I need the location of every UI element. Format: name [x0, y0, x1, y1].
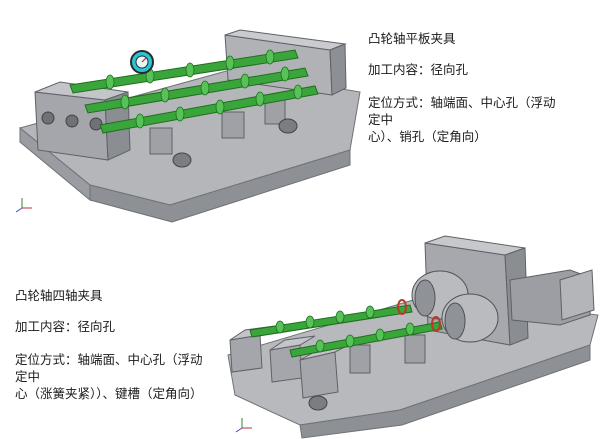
fixture1-caption: 凸轮轴平板夹具 加工内容：径向孔 定位方式：轴端面、中心孔（浮动 定中 心）、销…	[368, 30, 588, 145]
fixture1-title: 凸轮轴平板夹具	[368, 31, 456, 46]
pressure-gauge-icon	[130, 50, 154, 74]
fixture1-location-line3: 心）、销孔（定角向）	[368, 129, 487, 144]
fixture2-title: 凸轮轴四轴夹具	[15, 288, 103, 303]
axis-triad-icon	[15, 198, 32, 213]
axis-triad-icon	[235, 418, 252, 433]
fixture2-caption: 凸轮轴四轴夹具 加工内容：径向孔 定位方式：轴端面、中心孔（浮动 定中 心（涨簧…	[15, 287, 240, 402]
fixture2-location-line2: 定中	[15, 369, 41, 384]
fixture2-location-line1: 定位方式：轴端面、中心孔（浮动	[15, 352, 203, 367]
fixture2-location-line3: 心（涨簧夹紧））、键槽（定角向）	[15, 386, 203, 401]
fixture1-location-line2: 定中	[368, 112, 394, 127]
fixture2-content: 加工内容：径向孔	[15, 319, 116, 334]
fixture1-location-line1: 定位方式：轴端面、中心孔（浮动	[368, 95, 556, 110]
fixture1-content: 加工内容：径向孔	[368, 62, 469, 77]
